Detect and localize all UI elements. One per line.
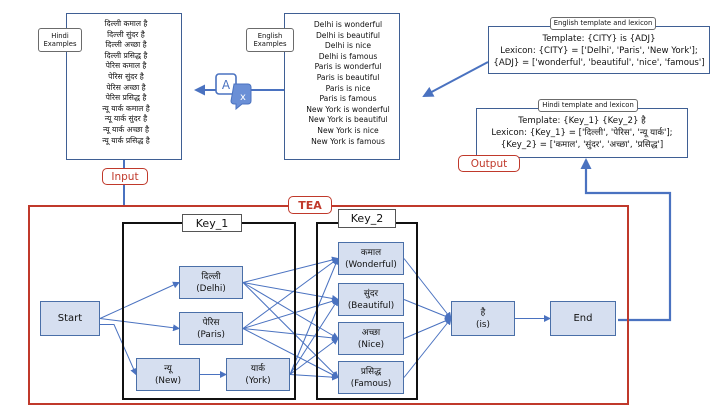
english-template-text: Template: {CITY} is {ADJ} Lexicon: {CITY}… bbox=[488, 33, 710, 69]
english-example-line: Delhi is nice bbox=[324, 41, 372, 51]
graph-edges bbox=[99, 256, 551, 381]
hindi-example-line: दिल्ली कमाल है bbox=[104, 19, 148, 28]
hindi-examples-panel bbox=[66, 13, 182, 160]
edge-paris-to-famous bbox=[242, 328, 339, 378]
node-paris: पेरिस(Paris) bbox=[179, 312, 243, 345]
edge-nice-to-is bbox=[403, 317, 452, 339]
hindi-template-line: Template: {Key_1} {Key_2} है bbox=[518, 116, 646, 126]
edge-paris-to-beautiful bbox=[242, 297, 339, 329]
key1-label: Key_1 bbox=[182, 214, 242, 232]
edge-york-to-nice bbox=[289, 337, 339, 375]
hindi-examples-label: Hindi Examples bbox=[43, 31, 77, 49]
english-template-line: Lexicon: {CITY} = ['Delhi', 'Paris', 'Ne… bbox=[500, 46, 698, 56]
node-new: न्यू(New) bbox=[136, 358, 200, 391]
edge-paris-to-wonderful bbox=[242, 257, 339, 329]
english-example-line: Paris is nice bbox=[325, 83, 371, 93]
edge-start-to-paris bbox=[99, 318, 180, 332]
english-template-line: {ADJ} = ['wonderful', 'beautiful', 'nice… bbox=[493, 58, 705, 68]
english-example-line: New York is beautiful bbox=[308, 115, 388, 125]
edge-wonderful-to-is bbox=[403, 258, 452, 320]
edge-york-to-wonderful bbox=[289, 257, 339, 375]
english-example-line: New York is famous bbox=[311, 136, 385, 146]
edge-paris-to-nice bbox=[242, 328, 339, 342]
input-label: Input bbox=[102, 168, 148, 185]
hindi-example-line: न्यू यार्क कमाल है bbox=[102, 103, 150, 113]
key2-label: Key_2 bbox=[338, 209, 396, 228]
english-examples-label: English Examples bbox=[253, 31, 287, 49]
hindi-example-line: दिल्ली सुंदर है bbox=[107, 29, 145, 39]
translate-icon: A x bbox=[214, 72, 254, 111]
hindi-examples-lines: दिल्ली कमाल हैदिल्ली सुंदर हैदिल्ली अच्छ… bbox=[86, 19, 166, 146]
edge-start-to-new bbox=[100, 324, 137, 376]
hindi-examples-tag: Hindi Examples bbox=[38, 28, 82, 52]
node-york: यार्क(York) bbox=[226, 358, 290, 391]
node-delhi: दिल्ली(Delhi) bbox=[179, 266, 243, 299]
edge-start-to-delhi bbox=[99, 281, 180, 319]
node-start: Start bbox=[40, 301, 100, 336]
english-examples-tag: English Examples bbox=[246, 28, 294, 52]
node-beautiful: सुंदर(Beautiful) bbox=[338, 283, 404, 316]
hindi-template-line: {Key_2} = ['कमाल', 'सुंदर', 'अच्छा', 'प्… bbox=[500, 140, 664, 150]
english-example-line: Paris is famous bbox=[319, 94, 377, 104]
hindi-template-panel bbox=[476, 108, 688, 158]
node-is: है(is) bbox=[451, 301, 515, 336]
hindi-example-line: दिल्ली अच्छा है bbox=[105, 40, 147, 50]
english-example-line: Delhi is famous bbox=[318, 51, 378, 61]
english-examples-panel bbox=[284, 13, 400, 160]
hindi-example-line: पेरिस कमाल है bbox=[105, 61, 147, 71]
edge-york-to-famous bbox=[289, 373, 339, 381]
node-nice: अच्छा(Nice) bbox=[338, 322, 404, 355]
edge-delhi-to-nice bbox=[242, 282, 339, 340]
english-template-tag: English template and lexicon bbox=[550, 17, 656, 30]
hindi-example-line: पेरिस अच्छा है bbox=[106, 82, 146, 92]
hindi-example-line: पेरिस प्रसिद्ध है bbox=[105, 93, 147, 103]
english-example-line: Paris is beautiful bbox=[316, 72, 380, 82]
hindi-template-tag: Hindi template and lexicon bbox=[538, 99, 638, 112]
english-example-line: Delhi is beautiful bbox=[315, 30, 381, 40]
hindi-example-line: न्यू यार्क प्रसिद्ध है bbox=[102, 135, 150, 145]
hindi-template-line: Lexicon: {Key_1} = ['दिल्ली', 'पेरिस', '… bbox=[491, 128, 673, 138]
output-label: Output bbox=[458, 155, 520, 172]
node-wonderful: कमाल(Wonderful) bbox=[338, 242, 404, 275]
svg-text:A: A bbox=[222, 78, 231, 92]
hindi-template-label: Hindi template and lexicon bbox=[542, 101, 634, 110]
edge-york-to-beautiful bbox=[289, 298, 339, 375]
edge-beautiful-to-is bbox=[403, 299, 452, 320]
english-template-panel bbox=[488, 26, 710, 74]
hindi-example-line: पेरिस सुंदर है bbox=[108, 71, 144, 81]
tea-title: TEA bbox=[288, 196, 332, 214]
node-end: End bbox=[550, 301, 616, 336]
edge-delhi-to-wonderful bbox=[242, 256, 339, 283]
arrow-end-to-output bbox=[580, 158, 672, 322]
edge-famous-to-is bbox=[403, 317, 452, 378]
english-example-line: Paris is wonderful bbox=[314, 62, 382, 72]
english-template-line: Template: {CITY} is {ADJ} bbox=[542, 34, 656, 44]
english-example-line: New York is nice bbox=[317, 125, 379, 135]
hindi-example-line: न्यू यार्क सुंदर है bbox=[104, 114, 148, 124]
hindi-example-line: दिल्ली प्रसिद्ध है bbox=[104, 50, 148, 60]
edge-delhi-to-famous bbox=[242, 282, 339, 379]
english-example-line: New York is wonderful bbox=[306, 104, 390, 114]
english-example-line: Delhi is wonderful bbox=[313, 20, 383, 29]
hindi-template-text: Template: {Key_1} {Key_2} है Lexicon: {Ke… bbox=[476, 115, 688, 151]
hindi-example-line: न्यू यार्क अच्छा है bbox=[102, 124, 149, 134]
svg-text:x: x bbox=[240, 92, 246, 103]
arrow-template-to-english bbox=[422, 61, 489, 97]
english-template-label: English template and lexicon bbox=[553, 19, 653, 28]
node-famous: प्रसिद्ध(Famous) bbox=[338, 361, 404, 394]
